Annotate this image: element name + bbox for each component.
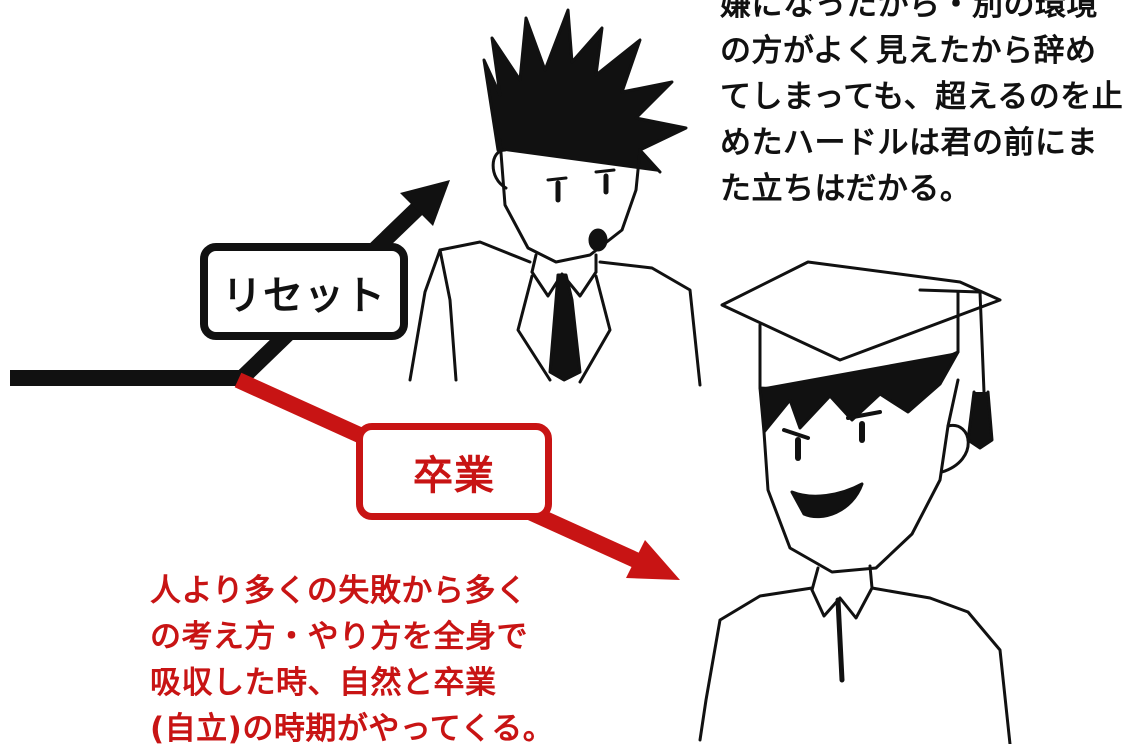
- bottom-caption: 人より多くの失敗から多く の考え方・やり方を全身で 吸収した時、自然と卒業 (自…: [150, 573, 555, 747]
- graduation-label: 卒業: [356, 423, 552, 520]
- top-caption: 嫌になったから・別の環境 の方がよく見えたから辞め てしまっても、超えるのを止 …: [720, 0, 1124, 207]
- graduate-sketch: [698, 260, 1012, 744]
- suit-man-sketch: [408, 8, 702, 387]
- reset-label: リセット: [200, 243, 408, 340]
